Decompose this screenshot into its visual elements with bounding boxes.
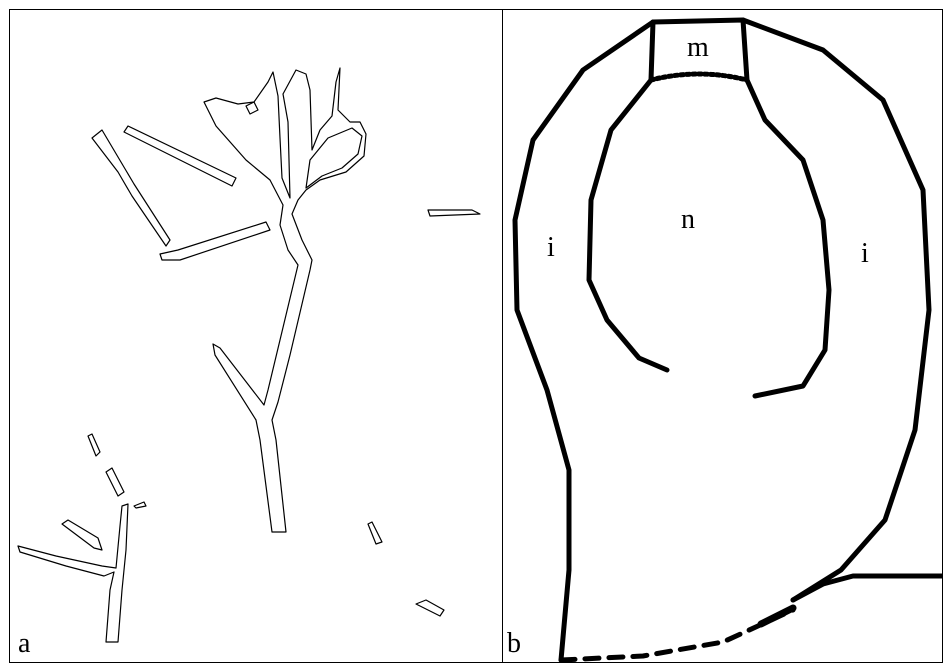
region-n-label: n — [681, 206, 695, 234]
cap-dotted-line — [651, 74, 747, 80]
leaf-4 — [428, 210, 480, 216]
region-m-label: m — [687, 34, 709, 62]
region-schematic — [503, 10, 943, 663]
leaf-3 — [160, 222, 270, 260]
cap-left-boundary — [651, 22, 653, 80]
outer-outline — [515, 20, 929, 660]
panel-a-label: a — [18, 630, 30, 658]
bottom-solid-segment — [761, 608, 793, 624]
leaf-2 — [124, 126, 236, 186]
region-i-left-label: i — [547, 234, 555, 262]
panel-a: a — [9, 9, 503, 663]
panel-b-label: b — [507, 630, 521, 658]
lower-twig — [62, 520, 102, 550]
plant-fragment-drawing — [10, 10, 503, 663]
fragment-5 — [416, 600, 444, 616]
inner-right-arm — [747, 80, 829, 396]
panel-b: m n i i b — [502, 9, 943, 663]
main-stem — [204, 68, 366, 532]
cap-right-boundary — [743, 20, 747, 80]
outer-extension — [793, 576, 943, 600]
bottom-dashed-line — [561, 610, 793, 660]
fragment-3 — [134, 502, 146, 508]
inner-left-arm — [589, 80, 667, 370]
fragment-2 — [106, 468, 124, 496]
fragment-4 — [368, 522, 382, 544]
region-i-right-label: i — [861, 240, 869, 268]
fragment-1 — [88, 434, 100, 456]
